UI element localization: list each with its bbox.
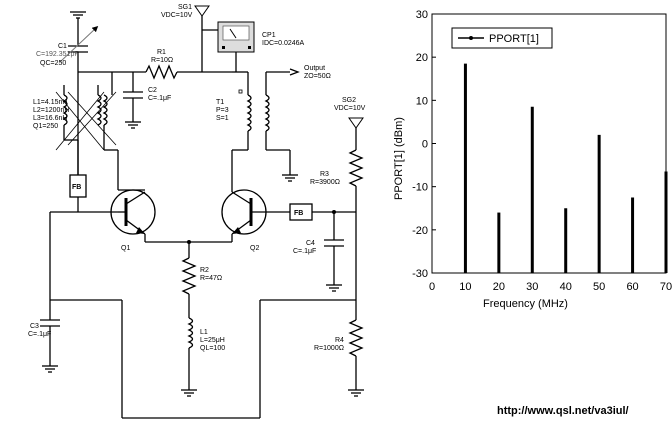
transformer-t1	[231, 71, 298, 190]
current-probe-cp1	[217, 21, 255, 72]
r1-value: R=10Ω	[151, 57, 173, 64]
output-name: Output	[304, 65, 325, 72]
y-tick-label: 0	[422, 139, 428, 151]
sg2-value: VDC=10V	[334, 105, 366, 112]
legend-box	[451, 27, 553, 49]
c4-value: C=.1μF	[293, 248, 316, 255]
x-tick-label: 50	[593, 281, 605, 293]
cp1-value: IDC=0.0246A	[262, 40, 305, 47]
c3-value: C=.1μF	[28, 331, 51, 338]
q2-label: Q2	[250, 245, 259, 252]
c2-name: C2	[148, 87, 157, 94]
c1-qc: QC=250	[40, 60, 66, 67]
y-tick-label: -30	[412, 268, 428, 280]
emitter-network	[145, 240, 232, 397]
r1-name: R1	[157, 49, 166, 56]
c1-name: C1	[58, 43, 67, 50]
resistor-r4	[348, 300, 364, 397]
spectrum-chart: -30 -20 -10 0 10 20 30 0 10 20 30 40 50 60 70 PPORT[1…	[393, 9, 672, 310]
output-port	[289, 68, 300, 76]
x-tick-label: 60	[626, 281, 638, 293]
l1-value: L=25μH	[200, 337, 225, 344]
ferrite-bead-left: FB	[69, 174, 118, 213]
sg1-value: VDC=10V	[161, 12, 193, 19]
legend-marker	[469, 36, 473, 40]
legend: PPORT[1]	[451, 27, 553, 49]
capacitor-c3	[40, 300, 60, 373]
cp1-name: CP1	[262, 32, 276, 39]
capacitor-c4	[324, 212, 344, 292]
y-tick-label: 10	[416, 95, 428, 107]
bias-loop	[49, 211, 356, 419]
sg2-name: SG2	[342, 97, 356, 104]
r2-value: R=47Ω	[200, 275, 222, 282]
ground-c1-top	[70, 11, 86, 46]
fb-left-label: FB	[72, 184, 81, 191]
sg1-name: SG1	[178, 4, 192, 11]
x-ticks: 0 10 20 30 40 50 60 70	[429, 269, 672, 293]
y-tick-label: 20	[416, 52, 428, 64]
y-axis-label: PPORT[1] (dBm)	[393, 117, 405, 200]
r4-value: R=1000Ω	[314, 345, 344, 352]
output-value: ZO=50Ω	[304, 73, 331, 80]
l1-ql: QL=100	[200, 345, 225, 352]
ferrite-bead-right: FB	[289, 203, 356, 221]
y-tick-label: -10	[412, 182, 428, 194]
footer-url[interactable]: http://www.qsl.net/va3iul/	[497, 405, 629, 417]
y-ticks: -30 -20 -10 0 10 20 30	[412, 9, 436, 280]
x-axis-label: Frequency (MHz)	[483, 298, 568, 310]
c4-name: C4	[306, 240, 315, 247]
transistor-q1	[110, 189, 156, 242]
data-bars	[463, 63, 668, 273]
schematic: C1 C=192.351pF QC=250 L1=4.15nH L2=1200n…	[28, 4, 366, 419]
x-tick-label: 40	[560, 281, 572, 293]
transistor-q2	[221, 189, 290, 242]
legend-label: PPORT[1]	[489, 33, 539, 45]
capacitor-c2	[123, 72, 143, 129]
c2-value: C=.1μF	[148, 95, 171, 102]
x-tick-label: 0	[429, 281, 435, 293]
l1-name: L1	[200, 329, 208, 336]
x-tick-label: 10	[459, 281, 471, 293]
fb-right-label: FB	[294, 210, 303, 217]
l-set-3: L3=16.6nH	[33, 115, 67, 122]
coupled-inductors	[55, 71, 119, 190]
r4-name: R4	[335, 337, 344, 344]
r3-name: R3	[320, 171, 329, 178]
plot-area	[431, 13, 667, 274]
c3-name: C3	[30, 323, 39, 330]
t1-p: P=3	[216, 107, 229, 114]
r3-value: R=3900Ω	[310, 179, 340, 186]
x-tick-label: 30	[526, 281, 538, 293]
t1-s: S=1	[216, 115, 229, 122]
l-set-2: L2=1200nH	[33, 107, 69, 114]
x-tick-label: 20	[493, 281, 505, 293]
y-tick-label: -20	[412, 225, 428, 237]
l-set-1: L1=4.15nH	[33, 99, 67, 106]
q1-label: Q1	[121, 245, 130, 252]
x-tick-label: 70	[660, 281, 672, 293]
source-sg2	[348, 117, 364, 300]
l-set-4: Q1=250	[33, 123, 58, 130]
resistor-r1	[112, 64, 232, 80]
y-tick-label: 30	[416, 9, 428, 21]
r2-name: R2	[200, 267, 209, 274]
t1-name: T1	[216, 99, 224, 106]
c1-value: C=192.351pF	[36, 51, 79, 58]
